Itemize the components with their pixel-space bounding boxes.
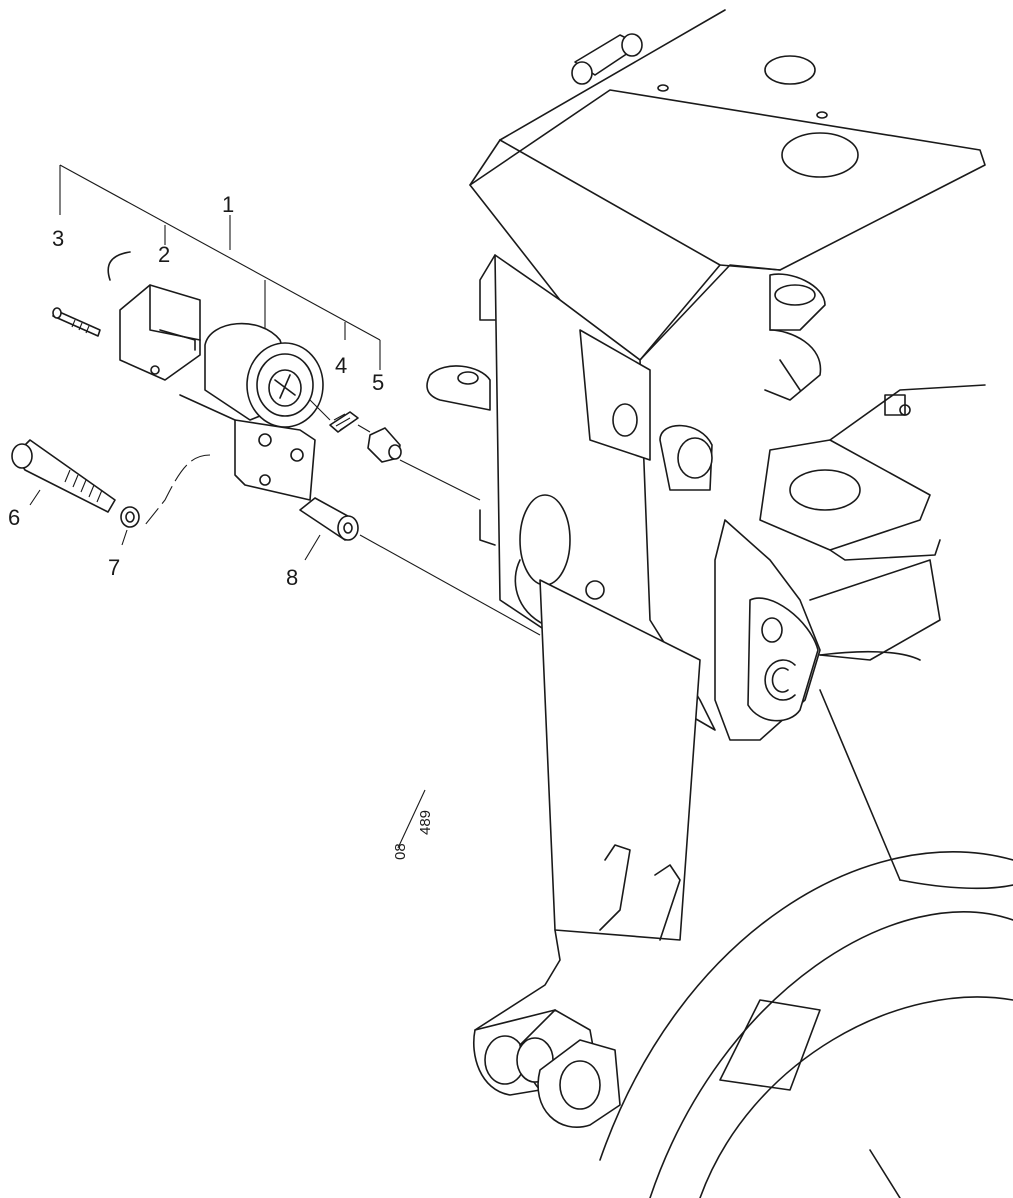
machine-frame <box>426 9 1013 1198</box>
callout-8: 8 <box>286 565 298 590</box>
callout-2: 2 <box>158 242 170 267</box>
sensor-assembly <box>11 164 541 636</box>
callout-4: 4 <box>335 353 347 378</box>
drawing-ref-slash <box>397 789 426 849</box>
callout-6: 6 <box>8 505 20 530</box>
callout-3: 3 <box>52 226 64 251</box>
drawing-ref-bottom: 489 <box>417 810 434 835</box>
callout-1: 1 <box>222 192 234 217</box>
callout-5: 5 <box>372 370 384 395</box>
callout-7: 7 <box>108 555 120 580</box>
drawing-ref-top: 08 <box>392 843 409 860</box>
drawing-reference: 08 489 <box>392 810 434 860</box>
